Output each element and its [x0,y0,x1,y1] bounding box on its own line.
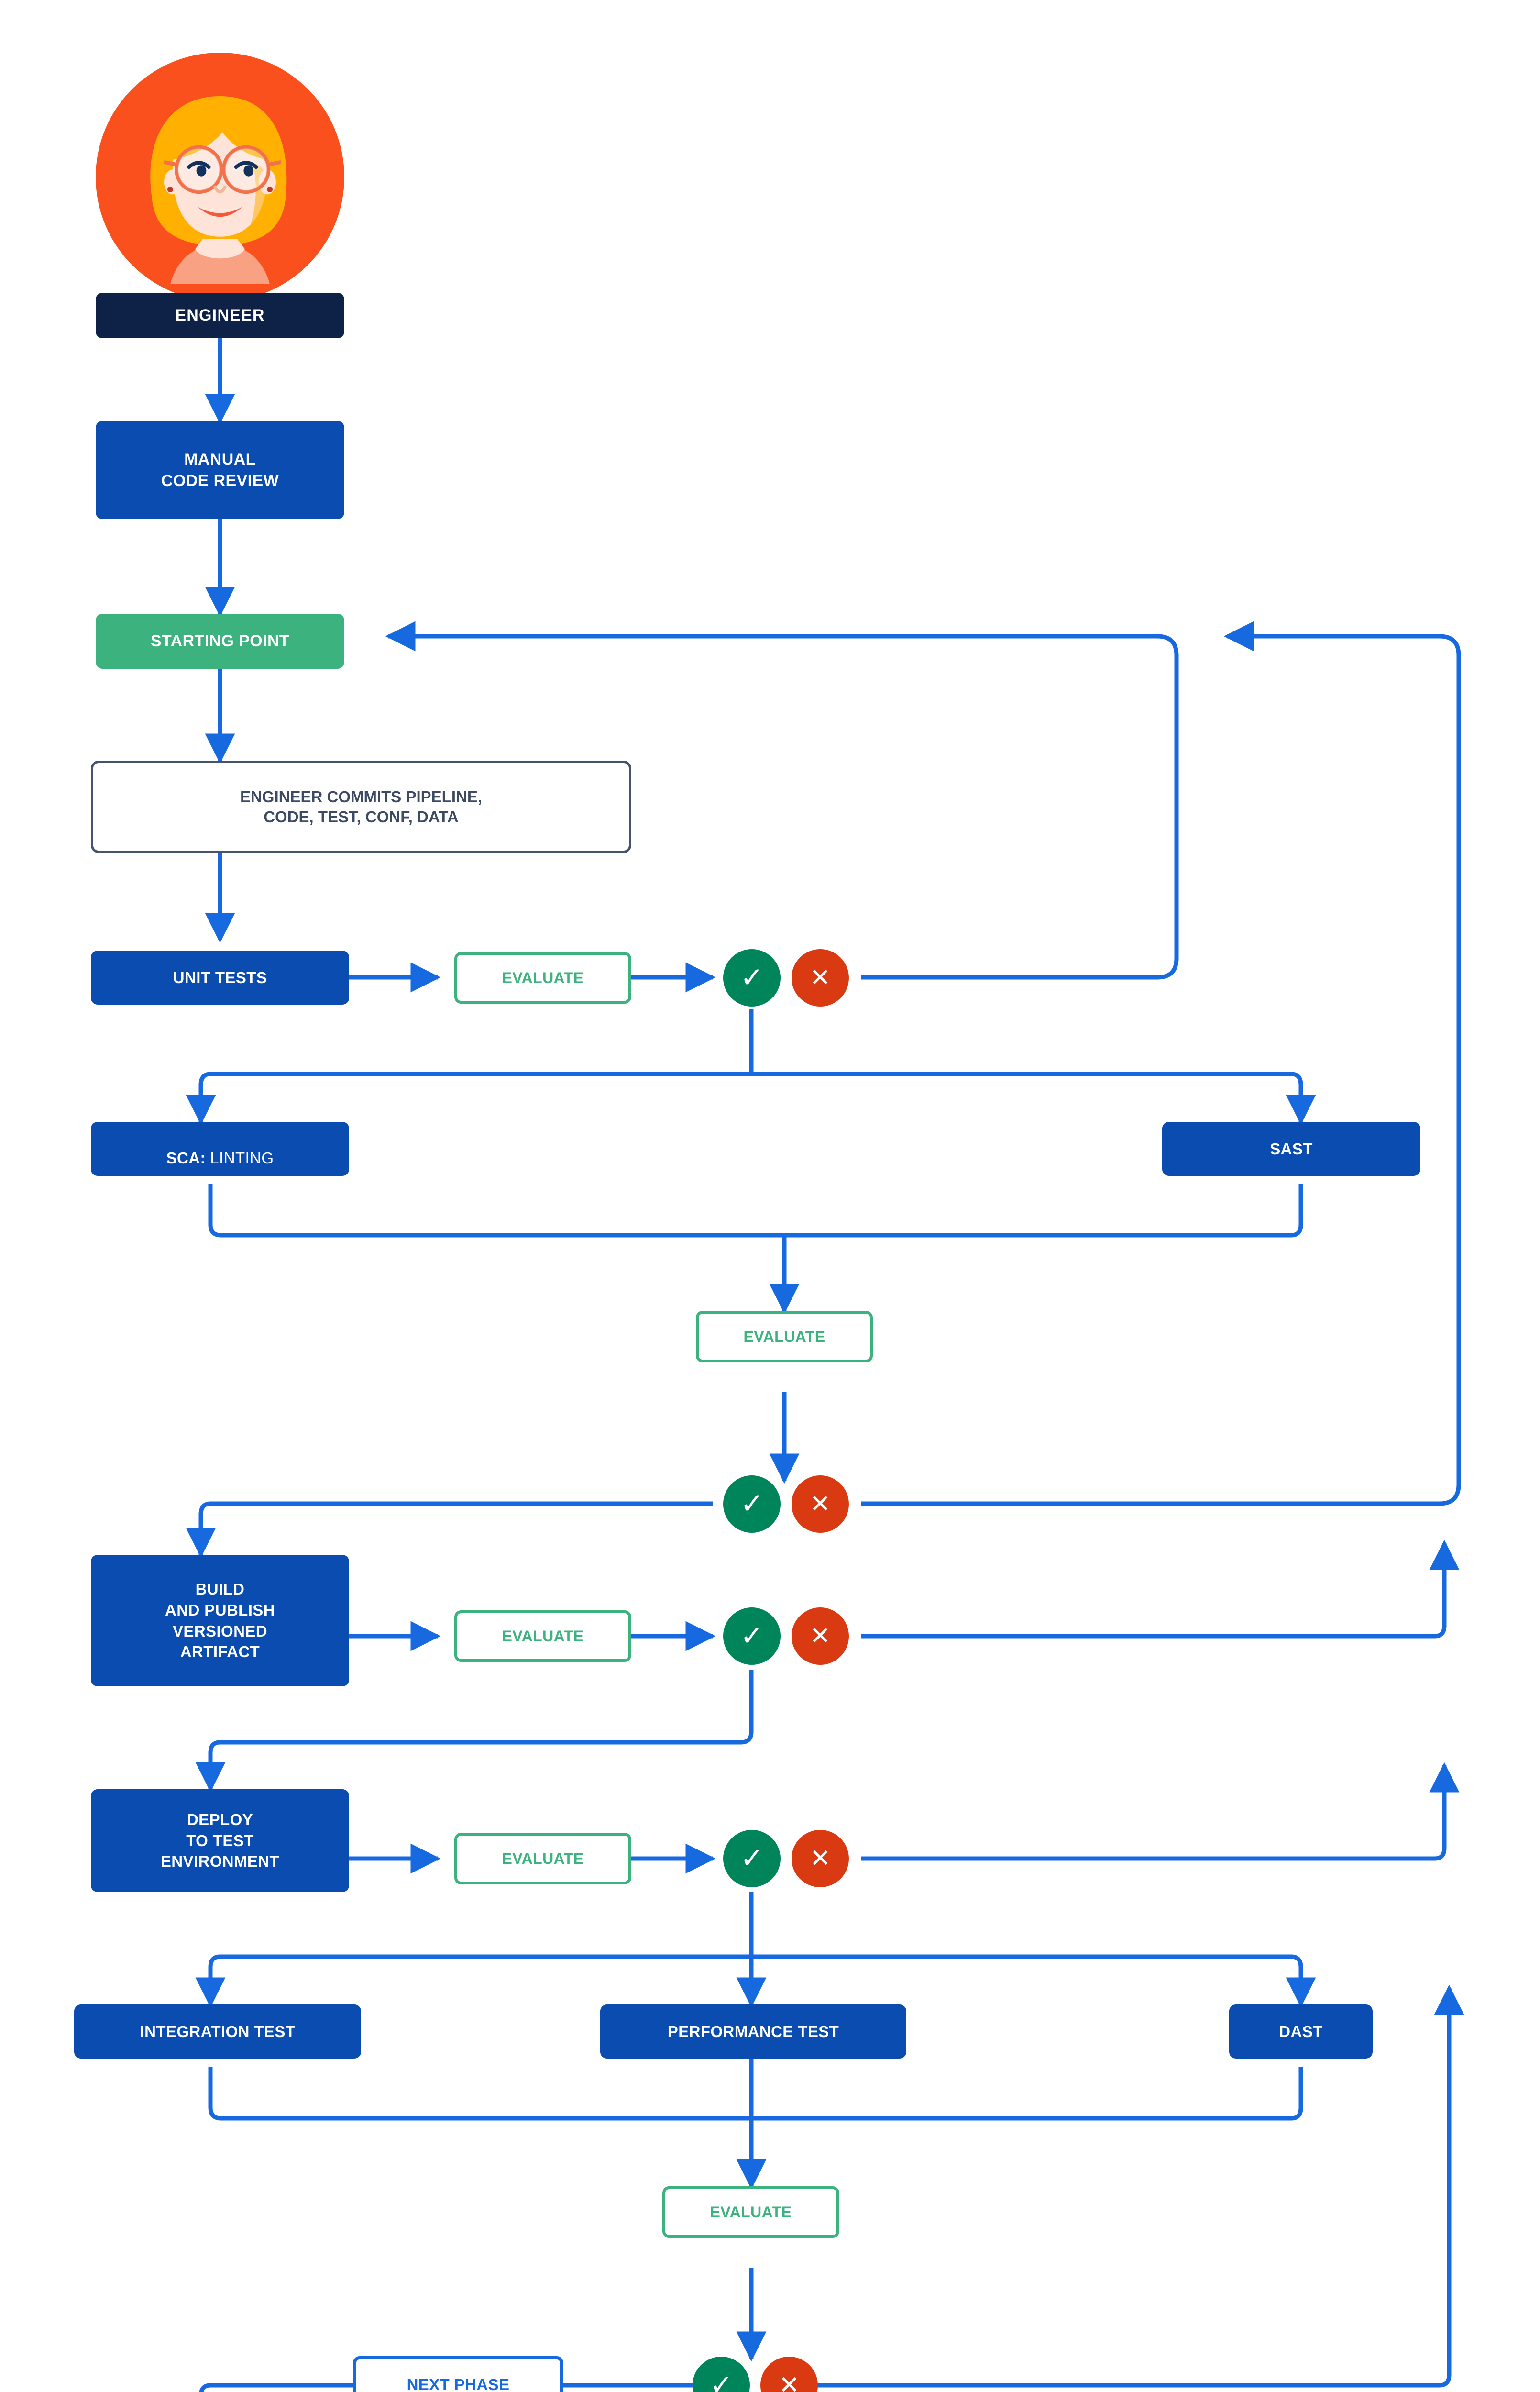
node-performance-test-label: PERFORMANCE TEST [667,2022,839,2040]
cross-icon: ✕ [810,964,831,992]
node-build-publish-artifact[interactable]: BUILD AND PUBLISH VERSIONED ARTIFACT [91,1555,349,1686]
cross-icon: ✕ [810,1845,831,1872]
decision-deploy-fail-icon[interactable]: ✕ [792,1830,849,1887]
check-icon: ✓ [709,2370,733,2392]
cross-icon: ✕ [810,1622,831,1650]
gate-build[interactable]: EVALUATE [454,1610,631,1662]
cross-icon: ✕ [810,1490,831,1518]
check-icon: ✓ [740,1620,764,1651]
gate-deploy-label: EVALUATE [502,1849,584,1867]
node-sast-label: SAST [1270,1140,1313,1158]
node-dast-label: DAST [1279,2022,1323,2040]
node-next-phase[interactable]: NEXT PHASE [353,2356,563,2392]
check-icon: ✓ [740,1488,764,1519]
decision-deploy-pass-icon[interactable]: ✓ [723,1830,781,1887]
node-next-phase-label: NEXT PHASE [407,2376,510,2392]
gate-deploy[interactable]: EVALUATE [454,1833,631,1884]
node-starting-point[interactable]: STARTING POINT [96,614,344,669]
check-icon: ✓ [740,962,764,993]
node-integration-test-label: INTEGRATION TEST [140,2022,296,2040]
gate-unit-tests[interactable]: EVALUATE [454,952,631,1004]
node-deploy-to-test-env[interactable]: DEPLOY TO TEST ENVIRONMENT [91,1789,349,1892]
node-manual-code-review-label: MANUAL CODE REVIEW [161,450,279,490]
gate-static-analysis-label: EVALUATE [743,1328,825,1345]
decision-build-pass-icon[interactable]: ✓ [723,1607,781,1665]
node-engineer-commits[interactable]: ENGINEER COMMITS PIPELINE, CODE, TEST, C… [91,761,631,853]
node-dast[interactable]: DAST [1229,2004,1373,2059]
node-engineer-label: ENGINEER [175,306,265,324]
node-unit-tests-label: UNIT TESTS [173,968,267,986]
node-deploy-to-test-env-label: DEPLOY TO TEST ENVIRONMENT [160,1811,280,1871]
decision-unit-tests-fail-icon[interactable]: ✕ [792,949,849,1007]
engineer-avatar [96,53,344,301]
node-starting-point-label: STARTING POINT [150,632,290,650]
decision-static-analysis-fail-icon[interactable]: ✕ [792,1475,849,1533]
node-build-publish-artifact-label: BUILD AND PUBLISH VERSIONED ARTIFACT [165,1580,275,1661]
node-unit-tests[interactable]: UNIT TESTS [91,951,349,1005]
gate-unit-tests-label: EVALUATE [502,969,584,986]
node-sca-linting-label: SCA: LINTING [166,1149,274,1167]
gate-dynamic-tests-label: EVALUATE [710,2203,792,2221]
node-integration-test[interactable]: INTEGRATION TEST [74,2004,361,2059]
gate-static-analysis[interactable]: EVALUATE [696,1311,873,1362]
gate-build-label: EVALUATE [502,1627,584,1645]
cross-icon: ✕ [779,2371,800,2392]
node-sca-linting[interactable]: SCA: LINTING [91,1122,349,1176]
node-engineer[interactable]: ENGINEER [96,293,344,338]
gate-dynamic-tests[interactable]: EVALUATE [662,2186,839,2238]
decision-build-fail-icon[interactable]: ✕ [792,1607,849,1665]
check-icon: ✓ [740,1843,764,1874]
decision-static-analysis-pass-icon[interactable]: ✓ [723,1475,781,1533]
node-performance-test[interactable]: PERFORMANCE TEST [600,2004,906,2059]
node-sast[interactable]: SAST [1162,1122,1420,1176]
node-engineer-commits-label: ENGINEER COMMITS PIPELINE, CODE, TEST, C… [240,788,483,826]
decision-unit-tests-pass-icon[interactable]: ✓ [723,949,781,1007]
node-manual-code-review[interactable]: MANUAL CODE REVIEW [96,421,344,519]
